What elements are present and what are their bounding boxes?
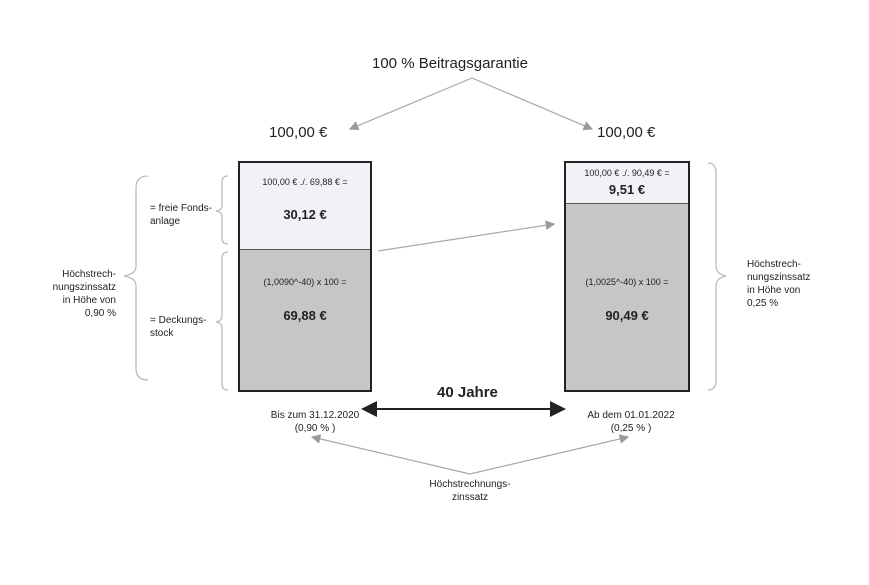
fonds-brace — [215, 175, 229, 245]
left-rate-line2: nungszinssatz — [52, 282, 116, 293]
bottom-label-line1: Höchstrechnungs- — [429, 479, 511, 490]
fonds-label-line1: = freie Fonds- — [150, 203, 212, 214]
left-top-value: 30,12 € — [283, 207, 327, 222]
right-rate-line3: in Höhe von — [747, 285, 801, 296]
fonds-label-line2: anlage — [150, 216, 181, 227]
right-top-value: 9,51 € — [608, 182, 646, 197]
years-label: 40 Jahre — [437, 384, 498, 401]
right-date-line2: (0,25 % ) — [610, 423, 652, 434]
left-date-line2: (0,90 % ) — [294, 423, 336, 434]
transfer-arrow — [377, 220, 556, 252]
left-rate-line4: 0,90 % — [84, 308, 116, 319]
left-bottom-formula: (1,0090^-40) x 100 = — [263, 277, 347, 287]
right-bottom-formula: (1,0025^-40) x 100 = — [585, 277, 669, 287]
right-bottom-segment: (1,0025^-40) x 100 = 90,49 € — [566, 204, 688, 390]
bottom-to-left-arrow — [310, 434, 471, 475]
bottom-label: Höchstrechnungs- zinssatz — [410, 478, 530, 504]
left-top-formula: 100,00 € ./. 69,88 € = — [262, 177, 348, 187]
left-bottom-value: 69,88 € — [283, 308, 327, 323]
right-top-formula: 100,00 € ./. 90,49 € = — [584, 168, 670, 178]
title-to-right-arrow — [471, 77, 594, 131]
right-amount: 100,00 € — [597, 124, 656, 141]
right-top-segment: 100,00 € ./. 90,49 € = 9,51 € — [566, 163, 688, 204]
right-large-brace — [707, 162, 727, 391]
right-rate-line1: Höchstrech- — [747, 259, 801, 270]
left-rate-line1: Höchstrech- — [62, 269, 116, 280]
bottom-label-line2: zinssatz — [451, 492, 489, 503]
diagram-title: 100 % Beitragsgarantie — [372, 55, 528, 72]
deckung-brace — [215, 251, 229, 391]
deckung-label: = Deckungs- stock — [150, 314, 206, 340]
right-rate-line2: nungszinssatz — [747, 272, 811, 283]
right-rate-line4: 0,25 % — [747, 298, 779, 309]
title-to-left-arrow — [348, 77, 473, 131]
left-top-segment: 100,00 € ./. 69,88 € = 30,12 € — [240, 163, 370, 250]
left-rate-line3: in Höhe von — [62, 295, 116, 306]
right-date: Ab dem 01.01.2022 (0,25 % ) — [566, 409, 696, 435]
left-date-line1: Bis zum 31.12.2020 — [270, 410, 360, 421]
left-bottom-segment: (1,0090^-40) x 100 = 69,88 € — [240, 250, 370, 390]
deckung-label-line1: = Deckungs- — [150, 315, 207, 326]
fonds-label: = freie Fonds- anlage — [150, 202, 212, 228]
left-bar: 100,00 € ./. 69,88 € = 30,12 € (1,0090^-… — [238, 161, 372, 392]
right-bar: 100,00 € ./. 90,49 € = 9,51 € (1,0025^-4… — [564, 161, 690, 392]
left-amount: 100,00 € — [269, 124, 328, 141]
bottom-to-right-arrow — [469, 434, 630, 475]
right-bottom-value: 90,49 € — [605, 308, 649, 323]
right-date-line1: Ab dem 01.01.2022 — [587, 410, 675, 421]
right-rate-label: Höchstrech- nungszinssatz in Höhe von 0,… — [747, 258, 810, 310]
left-rate-label: Höchstrech- nungszinssatz in Höhe von 0,… — [44, 268, 116, 320]
deckung-label-line2: stock — [150, 328, 174, 339]
left-large-brace — [123, 175, 149, 381]
left-date: Bis zum 31.12.2020 (0,90 % ) — [250, 409, 380, 435]
